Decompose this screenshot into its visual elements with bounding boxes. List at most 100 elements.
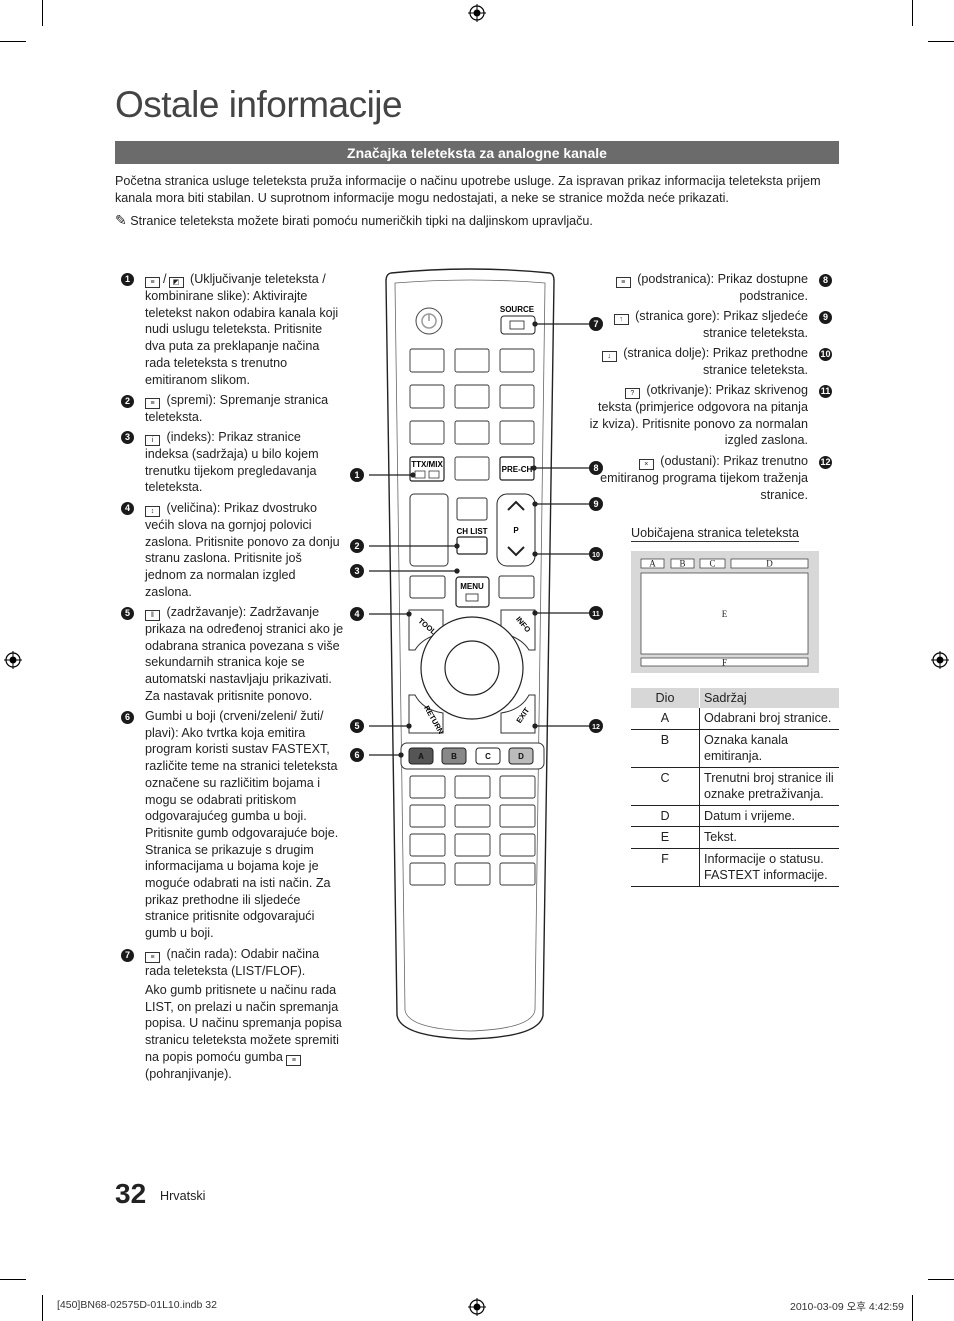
registration-mark-icon [468,1298,486,1316]
callout-number: 12 [592,724,600,731]
number-button[interactable] [454,348,490,373]
callout-number: 8 [593,463,598,473]
teletext-mix-icon: ◩ [168,277,184,288]
return-button[interactable] [408,694,444,734]
item-number: 6 [121,711,134,724]
color-button-c[interactable] [475,747,501,765]
page-number: 32 [115,1178,147,1209]
page-down-icon: ↓ [601,351,617,362]
reveal-icon: ? [624,388,640,399]
left-item-4: ↕ (veličina): Prikaz dvostruko većih slo… [145,500,345,601]
color-button-b[interactable] [441,747,467,765]
diagram-label-c: C [709,559,715,569]
ttx-mix-button[interactable] [409,456,445,482]
crop-mark [42,1295,43,1321]
callout-number: 11 [592,611,600,618]
right-item-text: (stranica dolje): Prikaz prethodne stran… [623,346,808,377]
store-icon: ≡ [286,1054,302,1066]
enter-button[interactable] [444,640,500,696]
item-number: 1 [121,273,134,286]
number-button[interactable] [499,348,535,373]
button[interactable] [409,575,446,599]
source-button[interactable] [500,315,536,335]
table-cell: Tekst. [699,826,839,849]
number-button[interactable] [454,456,490,481]
number-button[interactable] [409,348,445,373]
cancel-icon: × [638,459,654,470]
left-item-text: (zadržavanje): Zadržavanje prikaza na od… [145,605,344,703]
item-number: 11 [819,385,832,398]
right-item-10: ↓ (stranica dolje): Prikaz prethodne str… [588,345,808,379]
item-number: 4 [121,502,134,515]
channel-rocker[interactable] [496,493,536,567]
button[interactable] [498,575,535,599]
item-number: 12 [819,456,832,469]
callout-number: 1 [354,470,359,480]
color-label-d: D [518,752,524,761]
table-cell: Informacije o statusu. FASTEXT informaci… [699,848,839,887]
left-item-7-extra: Ako gumb pritisnete u načinu rada LIST, … [145,982,345,1083]
callout-number: 9 [593,499,598,509]
color-button-a[interactable] [408,747,434,765]
diagram-caption: Uobičajena stranica teleteksta [631,526,800,542]
right-item-text: (odustani): Prikaz trenutno emitiranog p… [600,454,808,502]
number-button[interactable] [454,420,490,445]
section-title: Značajka teleteksta za analogne kanale [115,141,839,164]
number-button[interactable] [499,384,535,409]
number-button[interactable] [409,384,445,409]
item-number: 7 [121,949,134,962]
right-item-9: ↑ (stranica gore): Prikaz sljedeće stran… [588,308,808,342]
remote-control-diagram: SOURCE TTX/MIX PRE-CH P [350,268,603,1040]
left-item-3: i (indeks): Prikaz stranice indeksa (sad… [145,429,345,496]
number-button[interactable] [499,420,535,445]
mute-button[interactable] [456,497,488,521]
callout-number: 10 [592,552,600,559]
number-button[interactable] [409,420,445,445]
menu-label: MENU [460,582,484,591]
ch-list-button[interactable] [456,536,488,555]
callout-number: 7 [593,319,598,329]
left-item-extra-text: Ako gumb pritisnete u načinu rada LIST, … [145,983,342,1064]
crop-mark [0,1279,26,1280]
p-label: P [513,526,519,535]
table-cell: D [631,805,700,827]
crop-mark [928,41,954,42]
table-cell: C [631,767,700,806]
color-label-c: C [485,752,491,761]
teletext-on-icon: ≡ [145,277,160,288]
right-item-text: (stranica gore): Prikaz sljedeće stranic… [635,309,808,340]
crop-mark [0,41,26,42]
right-item-11: ? (otkrivanje): Prikaz skrivenog teksta … [588,382,808,449]
table-header-row: Dio Sadržaj [631,688,839,708]
table-cell: Trenutni broj stranice ili oznake pretra… [699,767,839,806]
diagram-label-f: F [722,658,727,668]
item-number: 5 [121,607,134,620]
mode-icon: ≡ [145,952,160,963]
registration-mark-icon [468,4,486,22]
store-icon: ≡ [145,398,160,409]
color-button-d[interactable] [508,747,534,765]
page-language: Hrvatski [160,1189,206,1203]
exit-button[interactable] [500,694,536,734]
callout-number: 5 [354,721,359,731]
callout-number: 4 [354,609,359,619]
diagram-label-a: A [649,559,656,569]
number-button[interactable] [454,384,490,409]
menu-button[interactable] [455,576,490,608]
left-item-1: ≡/◩ (Uključivanje teleteksta / kombinira… [145,272,339,387]
source-label: SOURCE [500,305,535,314]
print-footer-right: 2010-03-09 오후 4:42:59 [790,1301,904,1313]
callout-number: 3 [354,566,359,576]
item-number: 2 [121,395,134,408]
registration-mark-icon [4,651,22,669]
table-header: Dio [631,688,700,708]
intro-text: Početna stranica usluge teleteksta pruža… [115,174,821,205]
volume-rocker[interactable] [409,493,449,567]
